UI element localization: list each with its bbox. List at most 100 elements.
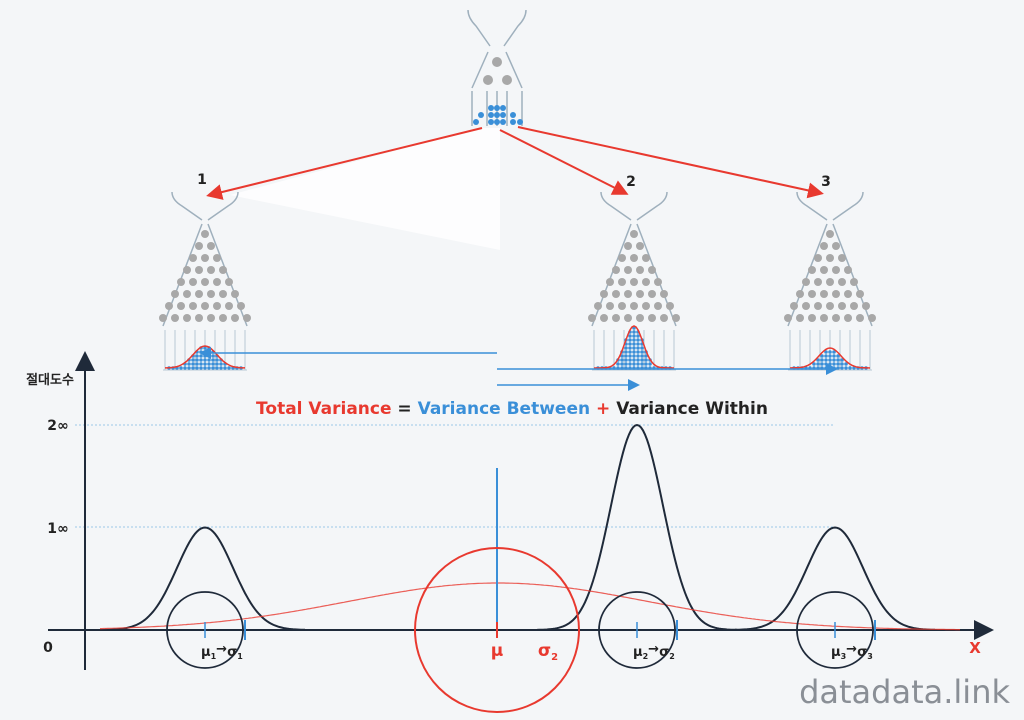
- overall-curve: [100, 582, 960, 631]
- peg: [838, 278, 846, 286]
- board-distribution-curve: [165, 345, 245, 369]
- peg: [862, 302, 870, 310]
- equals-sign: =: [397, 399, 411, 419]
- ball: [211, 366, 215, 370]
- group-variance-circle-2: [598, 591, 676, 669]
- galton-boards: [159, 9, 876, 371]
- curves: [100, 423, 960, 631]
- ball: [840, 366, 844, 370]
- board-frame: [162, 223, 248, 327]
- ball: [824, 358, 828, 362]
- ball: [628, 346, 632, 350]
- ball: [187, 366, 191, 370]
- peg: [790, 302, 798, 310]
- peg: [630, 230, 638, 238]
- peg: [654, 278, 662, 286]
- ball: [620, 358, 624, 362]
- peg: [832, 266, 840, 274]
- peg: [648, 290, 656, 298]
- ball: [844, 362, 848, 366]
- peg: [600, 314, 608, 322]
- ball: [844, 366, 848, 370]
- ball: [632, 354, 636, 358]
- ball: [488, 119, 494, 125]
- ball: [840, 358, 844, 362]
- ball: [632, 362, 636, 366]
- ball: [624, 358, 628, 362]
- peg: [832, 290, 840, 298]
- ball: [640, 354, 644, 358]
- peg: [832, 242, 840, 250]
- ball: [632, 358, 636, 362]
- arrow-to-board-2: [499, 129, 629, 195]
- peg: [814, 254, 822, 262]
- group-curve-2: [536, 423, 738, 631]
- galton-board-3: [784, 191, 876, 371]
- board-label-1: 1: [197, 172, 207, 188]
- peg: [189, 278, 197, 286]
- peg: [630, 278, 638, 286]
- ball: [624, 346, 628, 350]
- peg: [630, 302, 638, 310]
- peg: [189, 302, 197, 310]
- ball: [195, 354, 199, 358]
- ball: [215, 358, 219, 362]
- overall-mu-label: μ: [491, 641, 504, 661]
- source-board: [467, 9, 527, 126]
- total-variance: Total Variance: [256, 399, 391, 419]
- ball: [494, 105, 500, 111]
- peg: [850, 278, 858, 286]
- peg: [814, 278, 822, 286]
- peg: [624, 290, 632, 298]
- watermark: datadata.link: [799, 673, 1010, 711]
- ball: [832, 358, 836, 362]
- peg: [177, 302, 185, 310]
- peg: [856, 314, 864, 322]
- peg: [201, 230, 209, 238]
- ball: [824, 354, 828, 358]
- variance-equation: Total Variance = Variance Between + Vari…: [256, 399, 768, 419]
- ball: [836, 362, 840, 366]
- ball: [636, 354, 640, 358]
- ball: [836, 354, 840, 358]
- peg: [826, 302, 834, 310]
- ball: [191, 358, 195, 362]
- arrow-to-board-3: [517, 126, 824, 199]
- funnel: [796, 191, 864, 221]
- ball: [199, 358, 203, 362]
- ball: [640, 358, 644, 362]
- ball: [624, 354, 628, 358]
- peg: [820, 314, 828, 322]
- ball: [488, 105, 494, 111]
- peg: [195, 266, 203, 274]
- peg: [618, 278, 626, 286]
- ball: [644, 362, 648, 366]
- peg: [588, 314, 596, 322]
- ball: [832, 354, 836, 358]
- peg: [612, 314, 620, 322]
- ball: [628, 334, 632, 338]
- group-2-label: μ2→σ2: [633, 642, 675, 661]
- peg: [207, 242, 215, 250]
- peg: [850, 302, 858, 310]
- peg: [219, 290, 227, 298]
- peg: [195, 290, 203, 298]
- peg: [826, 278, 834, 286]
- peg: [660, 314, 668, 322]
- ball: [510, 112, 516, 118]
- ball: [632, 346, 636, 350]
- ball: [820, 354, 824, 358]
- peg: [856, 290, 864, 298]
- board-distribution-curve: [789, 347, 871, 369]
- ball: [820, 362, 824, 366]
- peg: [844, 266, 852, 274]
- peg: [624, 314, 632, 322]
- peg: [808, 290, 816, 298]
- peg: [630, 254, 638, 262]
- ball: [816, 362, 820, 366]
- ball: [215, 366, 219, 370]
- peg: [624, 242, 632, 250]
- peg: [219, 314, 227, 322]
- ball: [636, 334, 640, 338]
